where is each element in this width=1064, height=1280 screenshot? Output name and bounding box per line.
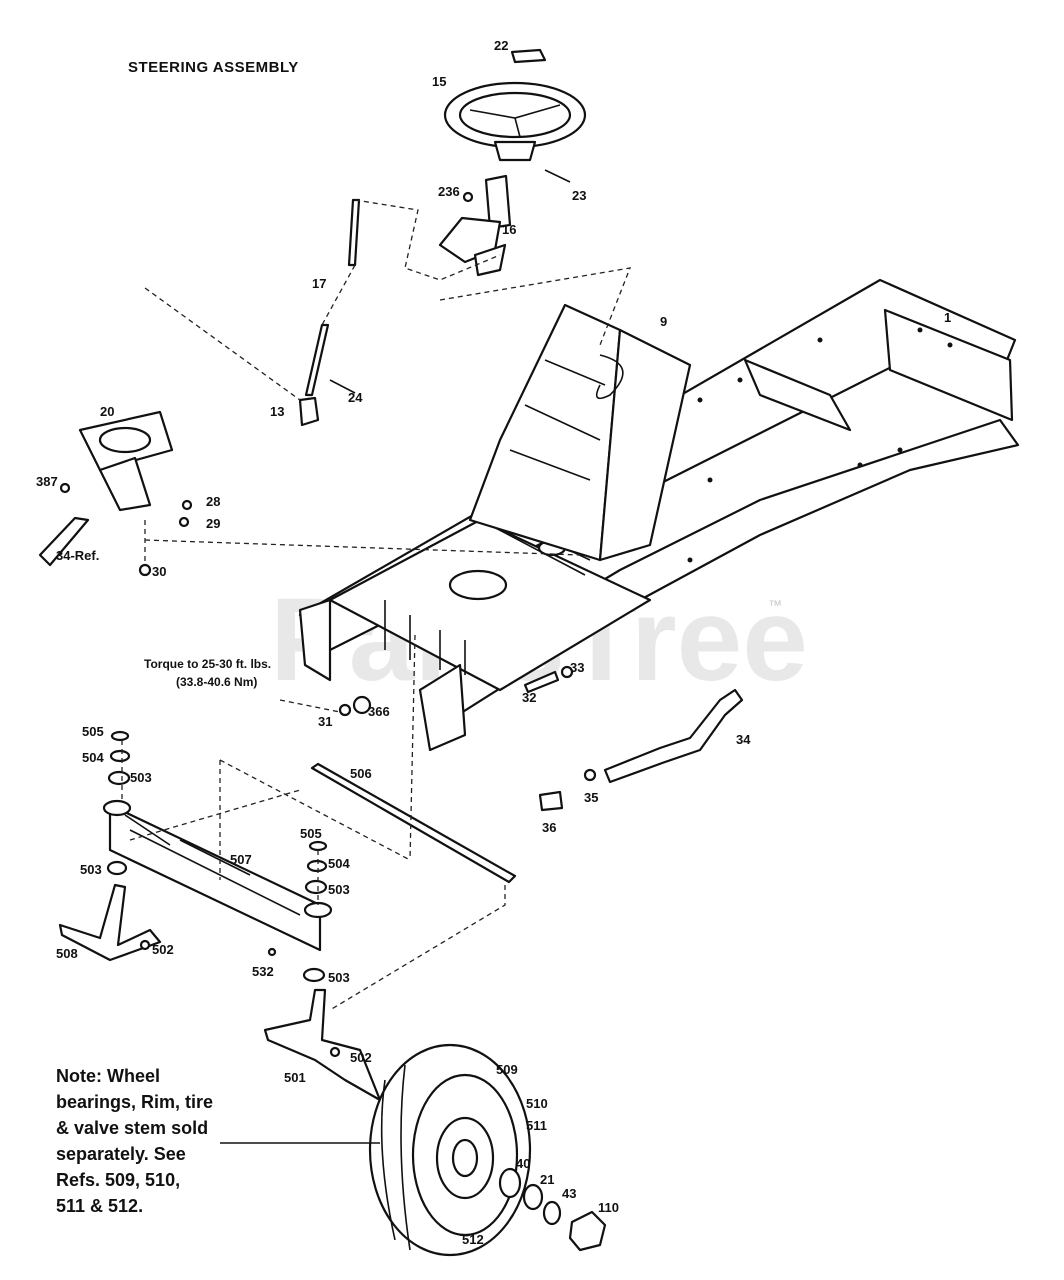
ball-joint-36-part — [538, 790, 564, 812]
washer-40-part — [498, 1167, 522, 1199]
torque-note-line-2: (33.8-40.6 Nm) — [176, 675, 257, 689]
callout-509: 509 — [496, 1062, 518, 1077]
callout-503-right-lower: 503 — [328, 970, 350, 985]
spindle-right-part — [263, 988, 382, 1102]
callout-1: 1 — [944, 310, 951, 325]
callout-387: 387 — [36, 474, 58, 489]
diagram-title: STEERING ASSEMBLY — [128, 59, 299, 76]
callout-43: 43 — [562, 1186, 576, 1201]
bolt-31-part — [338, 703, 352, 717]
callout-30: 30 — [152, 564, 166, 579]
fitting-502-right — [329, 1046, 341, 1058]
steering-support-part — [438, 174, 512, 277]
callout-labels: 22 15 23 236 16 17 9 1 24 13 20 387 28 2… — [36, 38, 951, 1247]
note-line-1: Note: Wheel — [56, 1066, 160, 1086]
nut-35-part — [583, 768, 597, 782]
drag-link-part — [603, 688, 744, 784]
callout-501: 501 — [284, 1070, 306, 1085]
torque-note-line-1: Torque to 25-30 ft. lbs. — [144, 657, 271, 671]
front-axle-part — [102, 799, 333, 952]
callout-504-top: 504 — [82, 750, 104, 765]
washer-366-part — [352, 695, 372, 715]
callout-34: 34 — [736, 732, 751, 747]
callout-13: 13 — [270, 404, 284, 419]
callout-512: 512 — [462, 1232, 484, 1247]
callout-507: 507 — [230, 852, 252, 867]
bolt-32-part — [523, 670, 560, 694]
fitting-532 — [267, 947, 277, 957]
callout-21: 21 — [540, 1172, 554, 1187]
bushings-left — [106, 730, 131, 876]
note-line-4: separately. See — [56, 1144, 186, 1164]
steering-cap-part — [510, 48, 547, 64]
frame-part — [298, 278, 1020, 752]
callout-532: 532 — [252, 964, 274, 979]
callout-506: 506 — [350, 766, 372, 781]
wheel-note: Note: Wheel bearings, Rim, tire & valve … — [56, 1066, 213, 1216]
callout-31: 31 — [318, 714, 332, 729]
spindle-left-part — [58, 883, 162, 962]
callout-110: 110 — [598, 1200, 619, 1215]
callout-34-ref: 34-Ref. — [56, 548, 99, 563]
tie-rod-part — [310, 762, 517, 884]
callout-505-top: 505 — [82, 724, 104, 739]
front-wheel-part — [368, 1043, 532, 1257]
callout-502-left: 502 — [152, 942, 174, 957]
callout-33: 33 — [570, 660, 584, 675]
callout-366: 366 — [368, 704, 390, 719]
nut-33-part — [560, 665, 574, 679]
callout-24: 24 — [348, 390, 363, 405]
callout-17: 17 — [312, 276, 326, 291]
note-line-5: Refs. 509, 510, — [56, 1170, 180, 1190]
note-line-2: bearings, Rim, tire — [56, 1092, 213, 1112]
roll-pin-part — [544, 169, 571, 183]
assembly-lines — [121, 199, 632, 1011]
callout-236: 236 — [438, 184, 460, 199]
callout-20: 20 — [100, 404, 114, 419]
hub-cap-110-part — [568, 1210, 607, 1252]
fitting-502-left — [139, 939, 151, 951]
callout-505-right: 505 — [300, 826, 322, 841]
callout-29: 29 — [206, 516, 220, 531]
drag-link-ref-part — [38, 516, 90, 567]
callout-503-left-lower: 503 — [80, 862, 102, 877]
washer-21-part — [522, 1183, 544, 1211]
callout-510: 510 — [526, 1096, 548, 1111]
callout-16: 16 — [502, 222, 516, 237]
watermark-trademark: ™ — [768, 597, 782, 613]
callout-503-top: 503 — [130, 770, 152, 785]
callout-503-right: 503 — [328, 882, 350, 897]
torque-note: Torque to 25-30 ft. lbs. (33.8-40.6 Nm) — [144, 657, 271, 689]
screw-236-part — [462, 191, 474, 203]
bushings-right — [302, 840, 328, 983]
note-line-3: & valve stem sold — [56, 1118, 208, 1138]
callout-511: 511 — [526, 1118, 547, 1133]
callout-40: 40 — [516, 1156, 530, 1171]
callout-22: 22 — [494, 38, 508, 53]
callout-15: 15 — [432, 74, 446, 89]
callout-28: 28 — [206, 494, 220, 509]
note-line-6: 511 & 512. — [56, 1196, 143, 1216]
callout-9: 9 — [660, 314, 667, 329]
callout-35: 35 — [584, 790, 598, 805]
ring-43-part — [542, 1200, 562, 1226]
callout-36: 36 — [542, 820, 556, 835]
steering-gear-part — [59, 410, 193, 577]
callout-32: 32 — [522, 690, 536, 705]
callout-502-right: 502 — [350, 1050, 372, 1065]
steering-shaft-part — [298, 198, 361, 427]
callout-504-right: 504 — [328, 856, 350, 871]
steering-wheel-part — [443, 81, 587, 162]
callout-508: 508 — [56, 946, 78, 961]
callout-23: 23 — [572, 188, 586, 203]
